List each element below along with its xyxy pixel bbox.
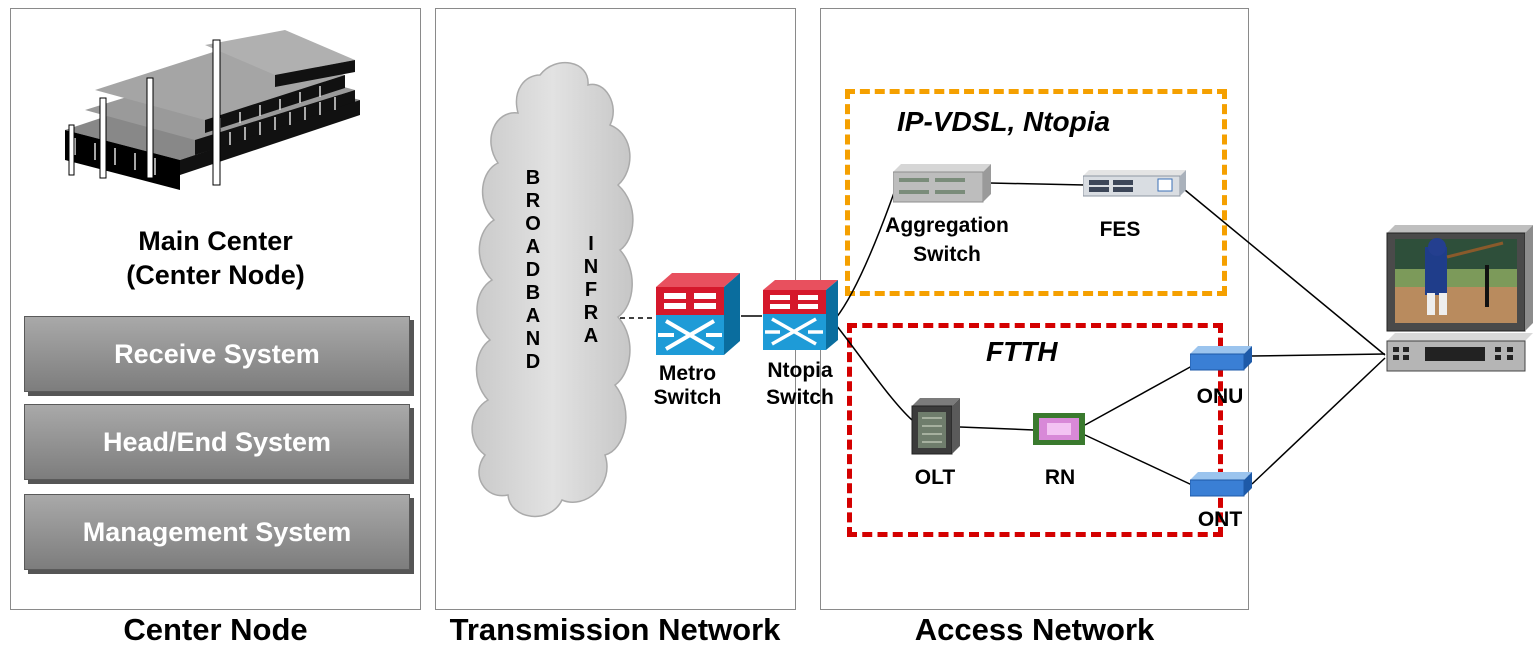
ntopia-label-line1: Ntopia <box>767 359 833 382</box>
cloud-word-broadband: BROADBAND <box>522 167 544 374</box>
ntopia-switch-label: Ntopia Switch <box>755 357 845 411</box>
access-network-caption: Access Network <box>914 612 1155 647</box>
rn-icon <box>1033 413 1085 445</box>
infra-letters: INFRA <box>576 233 606 348</box>
olt-icon <box>911 398 960 455</box>
ont-icon <box>1190 472 1252 497</box>
receive-system-box: Receive System <box>24 316 410 392</box>
aggregation-switch-label: Aggregation Switch <box>862 211 1032 269</box>
management-system-box: Management System <box>24 494 410 570</box>
television-icon <box>1386 225 1533 372</box>
main-center-title: Main Center (Center Node) <box>10 224 421 292</box>
access-network-panel <box>820 8 1249 610</box>
center-node-caption: Center Node <box>123 612 308 647</box>
transmission-network-caption: Transmission Network <box>449 612 781 647</box>
fes-label: FES <box>1099 218 1141 241</box>
ip-vdsl-title: IP-VDSL, Ntopia <box>897 106 1111 137</box>
rn-label: RN <box>1044 466 1076 489</box>
ntopia-switch-icon <box>763 280 838 350</box>
ont-label: ONT <box>1197 508 1243 531</box>
main-center-line1: Main Center <box>138 226 293 256</box>
head-end-system-box: Head/End System <box>24 404 410 480</box>
olt-label: OLT <box>914 466 956 489</box>
ntopia-label-line2: Switch <box>766 386 834 409</box>
onu-icon <box>1190 346 1252 371</box>
broadband-cloud <box>471 61 634 517</box>
metro-label-line1: Metro <box>658 362 717 385</box>
aggregation-label-line2: Switch <box>913 243 981 266</box>
metro-switch-icon <box>656 273 740 355</box>
aggregation-label-line1: Aggregation <box>885 214 1009 237</box>
ftth-dashed-box <box>847 323 1223 537</box>
broadband-letters: BROADBAND <box>518 167 548 374</box>
main-center-line2: (Center Node) <box>126 260 305 290</box>
cloud-word-infra: INFRA <box>580 233 602 348</box>
fes-icon <box>1083 170 1186 197</box>
aggregation-switch-icon <box>893 164 991 203</box>
ip-vdsl-dashed-box <box>845 89 1227 296</box>
metro-switch-label: Metro Switch <box>645 362 730 410</box>
building-icon <box>65 30 360 190</box>
onu-label: ONU <box>1196 385 1244 408</box>
ftth-title: FTTH <box>986 336 1058 367</box>
metro-label-line2: Switch <box>653 386 722 409</box>
